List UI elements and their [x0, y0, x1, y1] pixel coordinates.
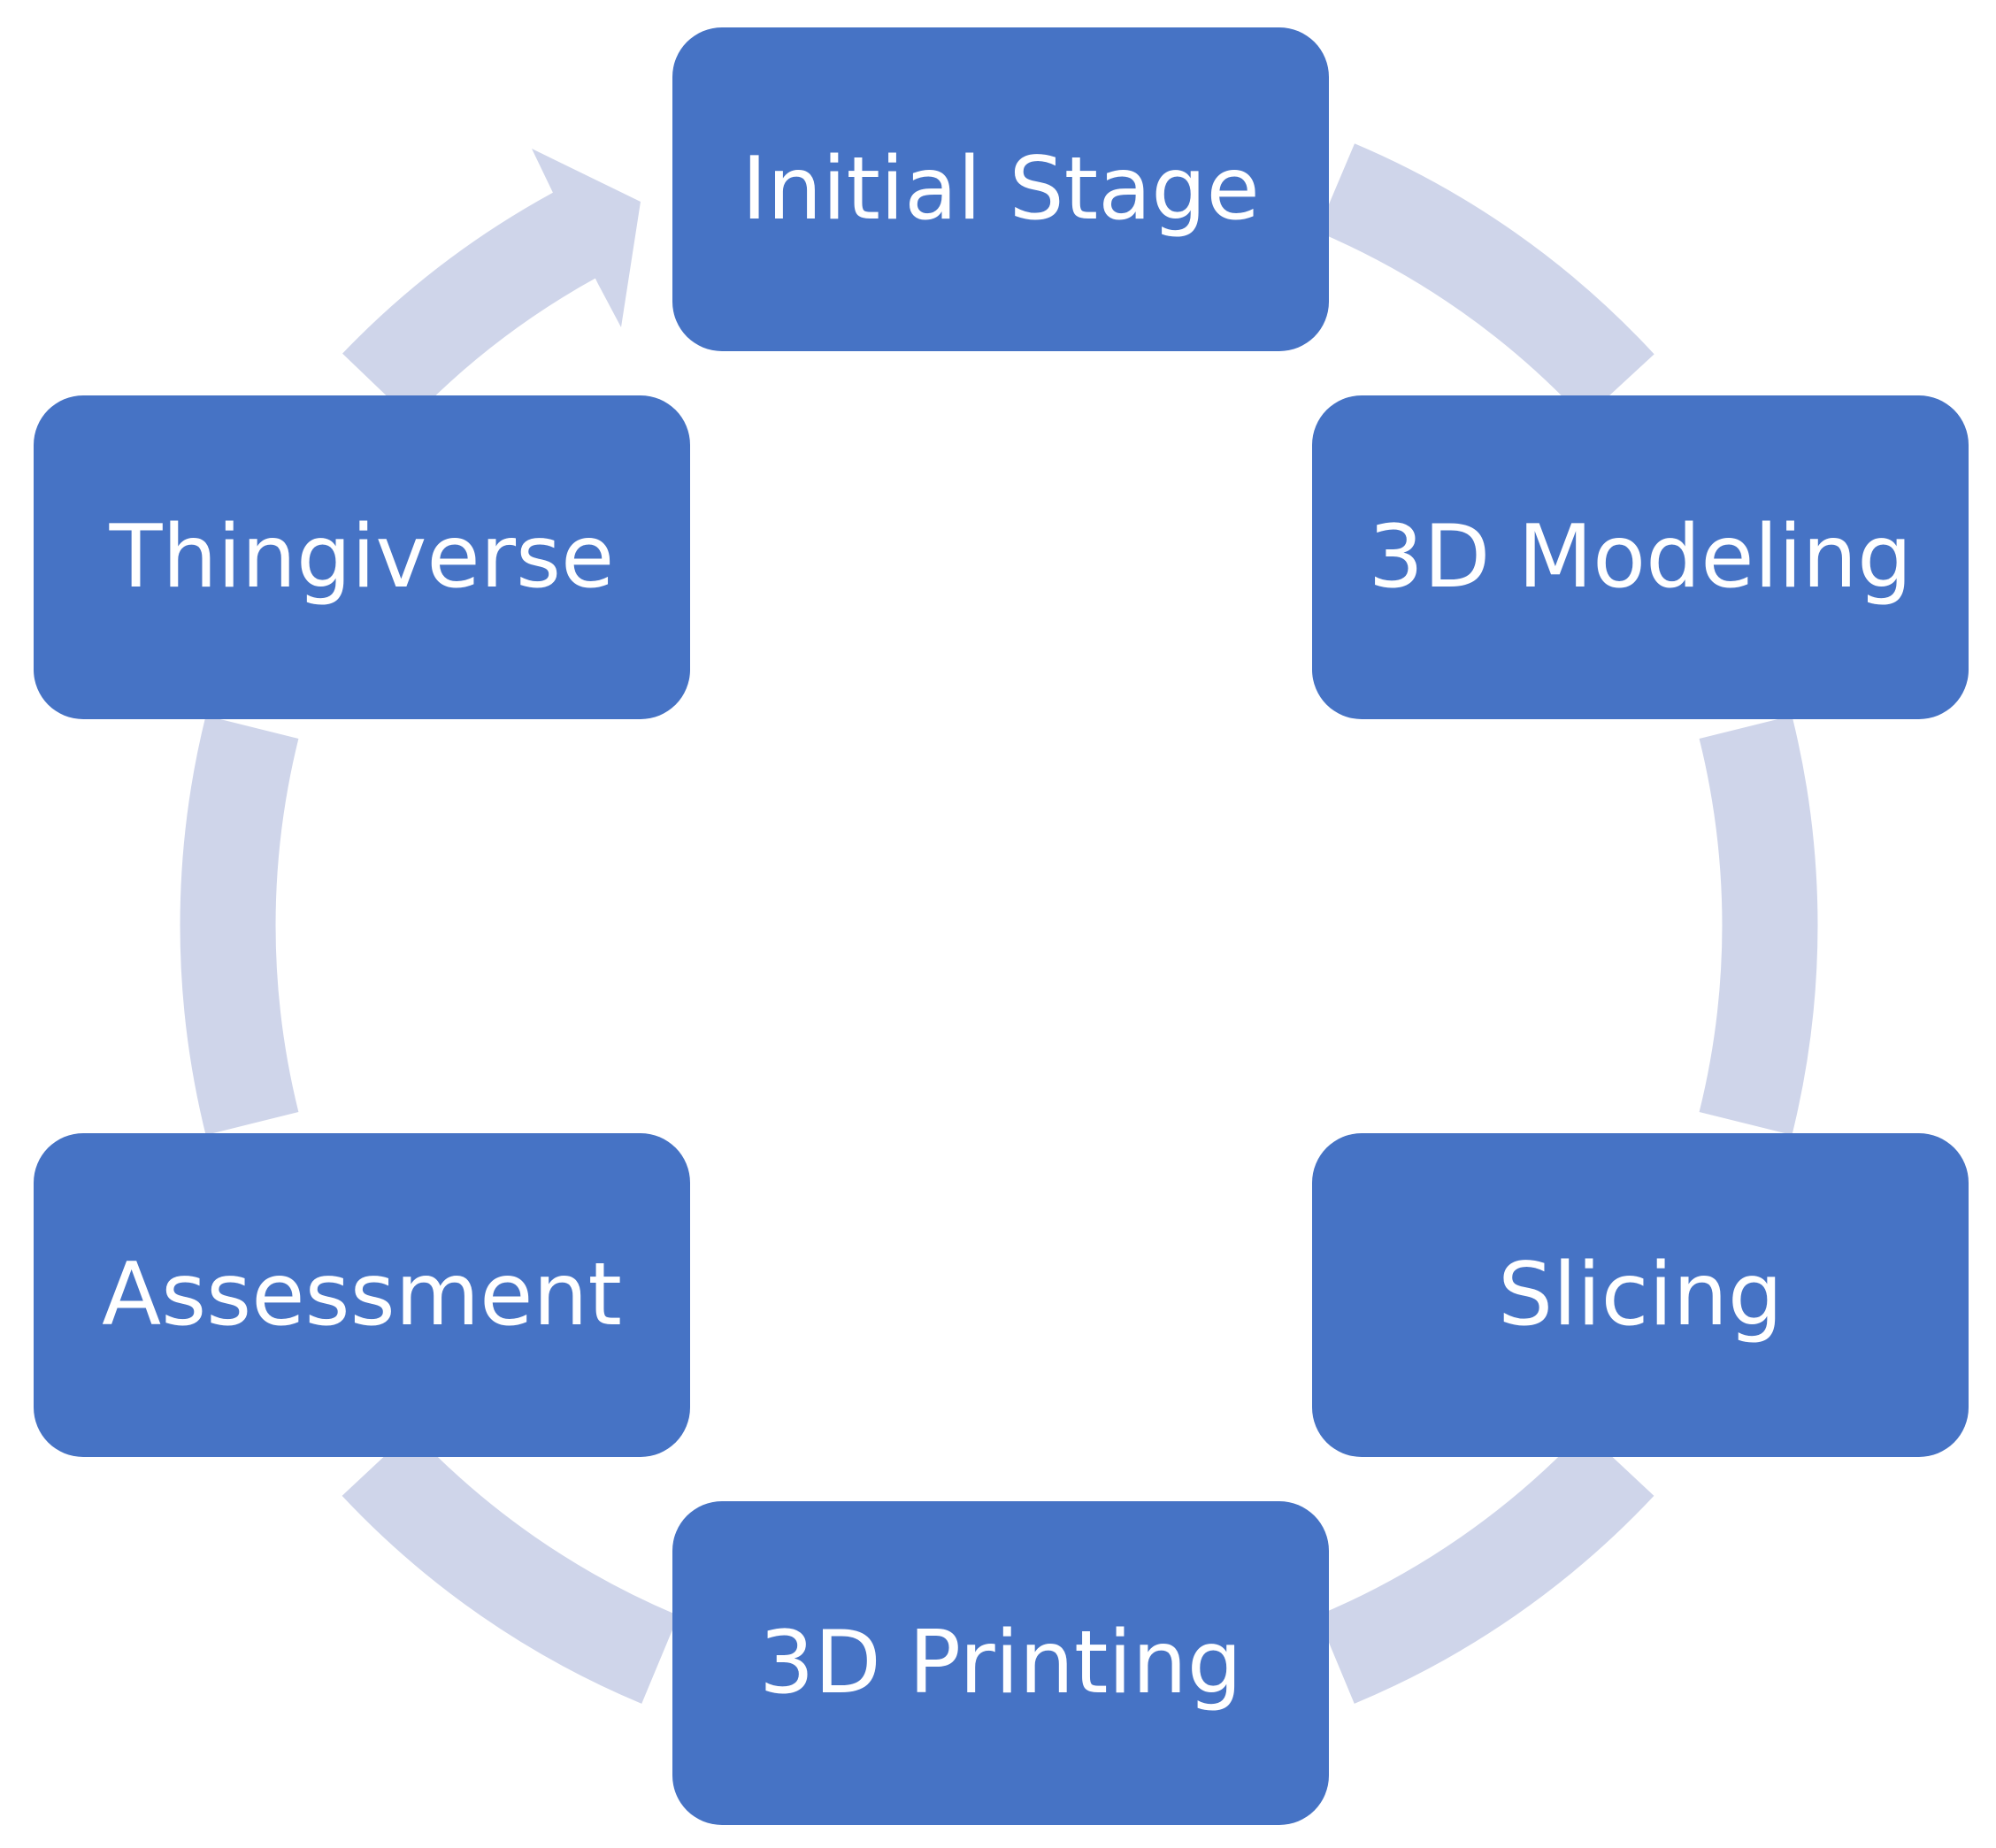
- connector-slicing-to-3d-printing: [1317, 1430, 1654, 1704]
- node-label: 3D Modeling: [1369, 507, 1913, 608]
- connector-assessment-to-thingiverse: [180, 715, 299, 1136]
- node-box: [672, 27, 1329, 351]
- node-label: Thingiverse: [109, 507, 615, 608]
- connector-3d-printing-to-assessment: [342, 1430, 679, 1704]
- arrowhead-into-initial-stage-icon: [532, 149, 641, 327]
- node-box: [34, 1133, 690, 1457]
- node-assessment: Assessment: [34, 1133, 690, 1457]
- node-label: 3D Printing: [759, 1613, 1242, 1714]
- connector-3d-modeling-to-slicing: [1699, 715, 1818, 1136]
- node-3d-modeling: 3D Modeling: [1312, 395, 1969, 719]
- connector-initial-stage-to-3d-modeling: [1317, 143, 1654, 419]
- node-slicing: Slicing: [1312, 1133, 1969, 1457]
- node-thingiverse: Thingiverse: [34, 395, 690, 719]
- node-label: Slicing: [1498, 1245, 1783, 1346]
- node-box: [1312, 1133, 1969, 1457]
- node-label: Assessment: [102, 1245, 622, 1346]
- connector-thingiverse-to-initial-stage: [342, 192, 600, 420]
- node-3d-printing: 3D Printing: [672, 1501, 1329, 1825]
- node-box: [672, 1501, 1329, 1825]
- cycle-ring: [180, 143, 1818, 1704]
- node-initial-stage: Initial Stage: [672, 27, 1329, 351]
- node-label: Initial Stage: [741, 139, 1260, 240]
- node-box: [34, 395, 690, 719]
- node-box: [1312, 395, 1969, 719]
